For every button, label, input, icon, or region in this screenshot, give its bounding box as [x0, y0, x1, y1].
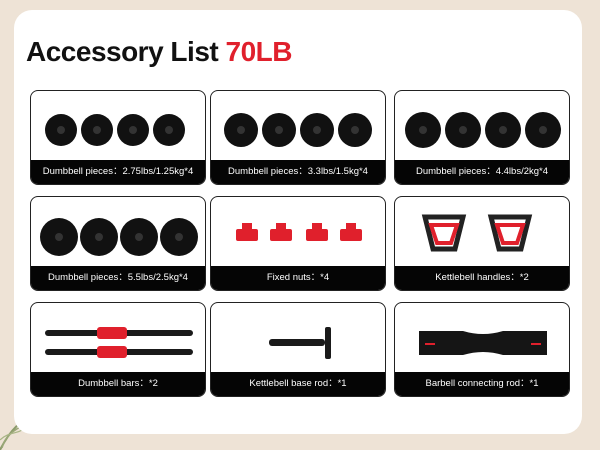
- item-label: Kettlebell base rod：*1: [211, 372, 385, 396]
- item-label: Dumbbell pieces：2.75lbs/1.25kg*4: [31, 160, 205, 184]
- item-tile-fixed-nuts: Fixed nuts：*4: [210, 196, 386, 291]
- item-label: Dumbbell pieces：5.5lbs/2.5kg*4: [31, 266, 205, 290]
- page-title: Accessory List 70LB: [26, 36, 292, 68]
- item-tile-barbell-connecting-rod: Barbell connecting rod：*1: [394, 302, 570, 397]
- title-weight: 70LB: [225, 36, 293, 67]
- weight-plates-icon: [31, 197, 205, 261]
- item-tile-kettlebell-handles: Kettlebell handles：*2: [394, 196, 570, 291]
- item-label: Kettlebell handles：*2: [395, 266, 569, 290]
- title-text: Accessory List: [26, 36, 219, 67]
- barbell-connecting-rod-icon: [395, 303, 569, 367]
- item-tile-plates-2-75: Dumbbell pieces：2.75lbs/1.25kg*4: [30, 90, 206, 185]
- item-label: Dumbbell bars：*2: [31, 372, 205, 396]
- accessory-card: Accessory List 70LB Dumbbell pieces：2.75…: [14, 10, 582, 434]
- item-label: Barbell connecting rod：*1: [395, 372, 569, 396]
- item-label: Fixed nuts：*4: [211, 266, 385, 290]
- item-tile-plates-5-5: Dumbbell pieces：5.5lbs/2.5kg*4: [30, 196, 206, 291]
- item-tile-plates-4-4: Dumbbell pieces：4.4lbs/2kg*4: [394, 90, 570, 185]
- item-tile-dumbbell-bars: Dumbbell bars：*2: [30, 302, 206, 397]
- weight-plates-icon: [211, 91, 385, 155]
- kettlebell-base-rod-icon: [211, 303, 385, 367]
- dumbbell-bars-icon: [31, 303, 205, 367]
- fixed-nuts-icon: [211, 197, 385, 261]
- kettlebell-handles-icon: [395, 197, 569, 261]
- item-label: Dumbbell pieces：4.4lbs/2kg*4: [395, 160, 569, 184]
- item-label: Dumbbell pieces：3.3lbs/1.5kg*4: [211, 160, 385, 184]
- weight-plates-icon: [31, 91, 205, 155]
- item-tile-plates-3-3: Dumbbell pieces：3.3lbs/1.5kg*4: [210, 90, 386, 185]
- weight-plates-icon: [395, 91, 569, 155]
- item-tile-kettlebell-base-rod: Kettlebell base rod：*1: [210, 302, 386, 397]
